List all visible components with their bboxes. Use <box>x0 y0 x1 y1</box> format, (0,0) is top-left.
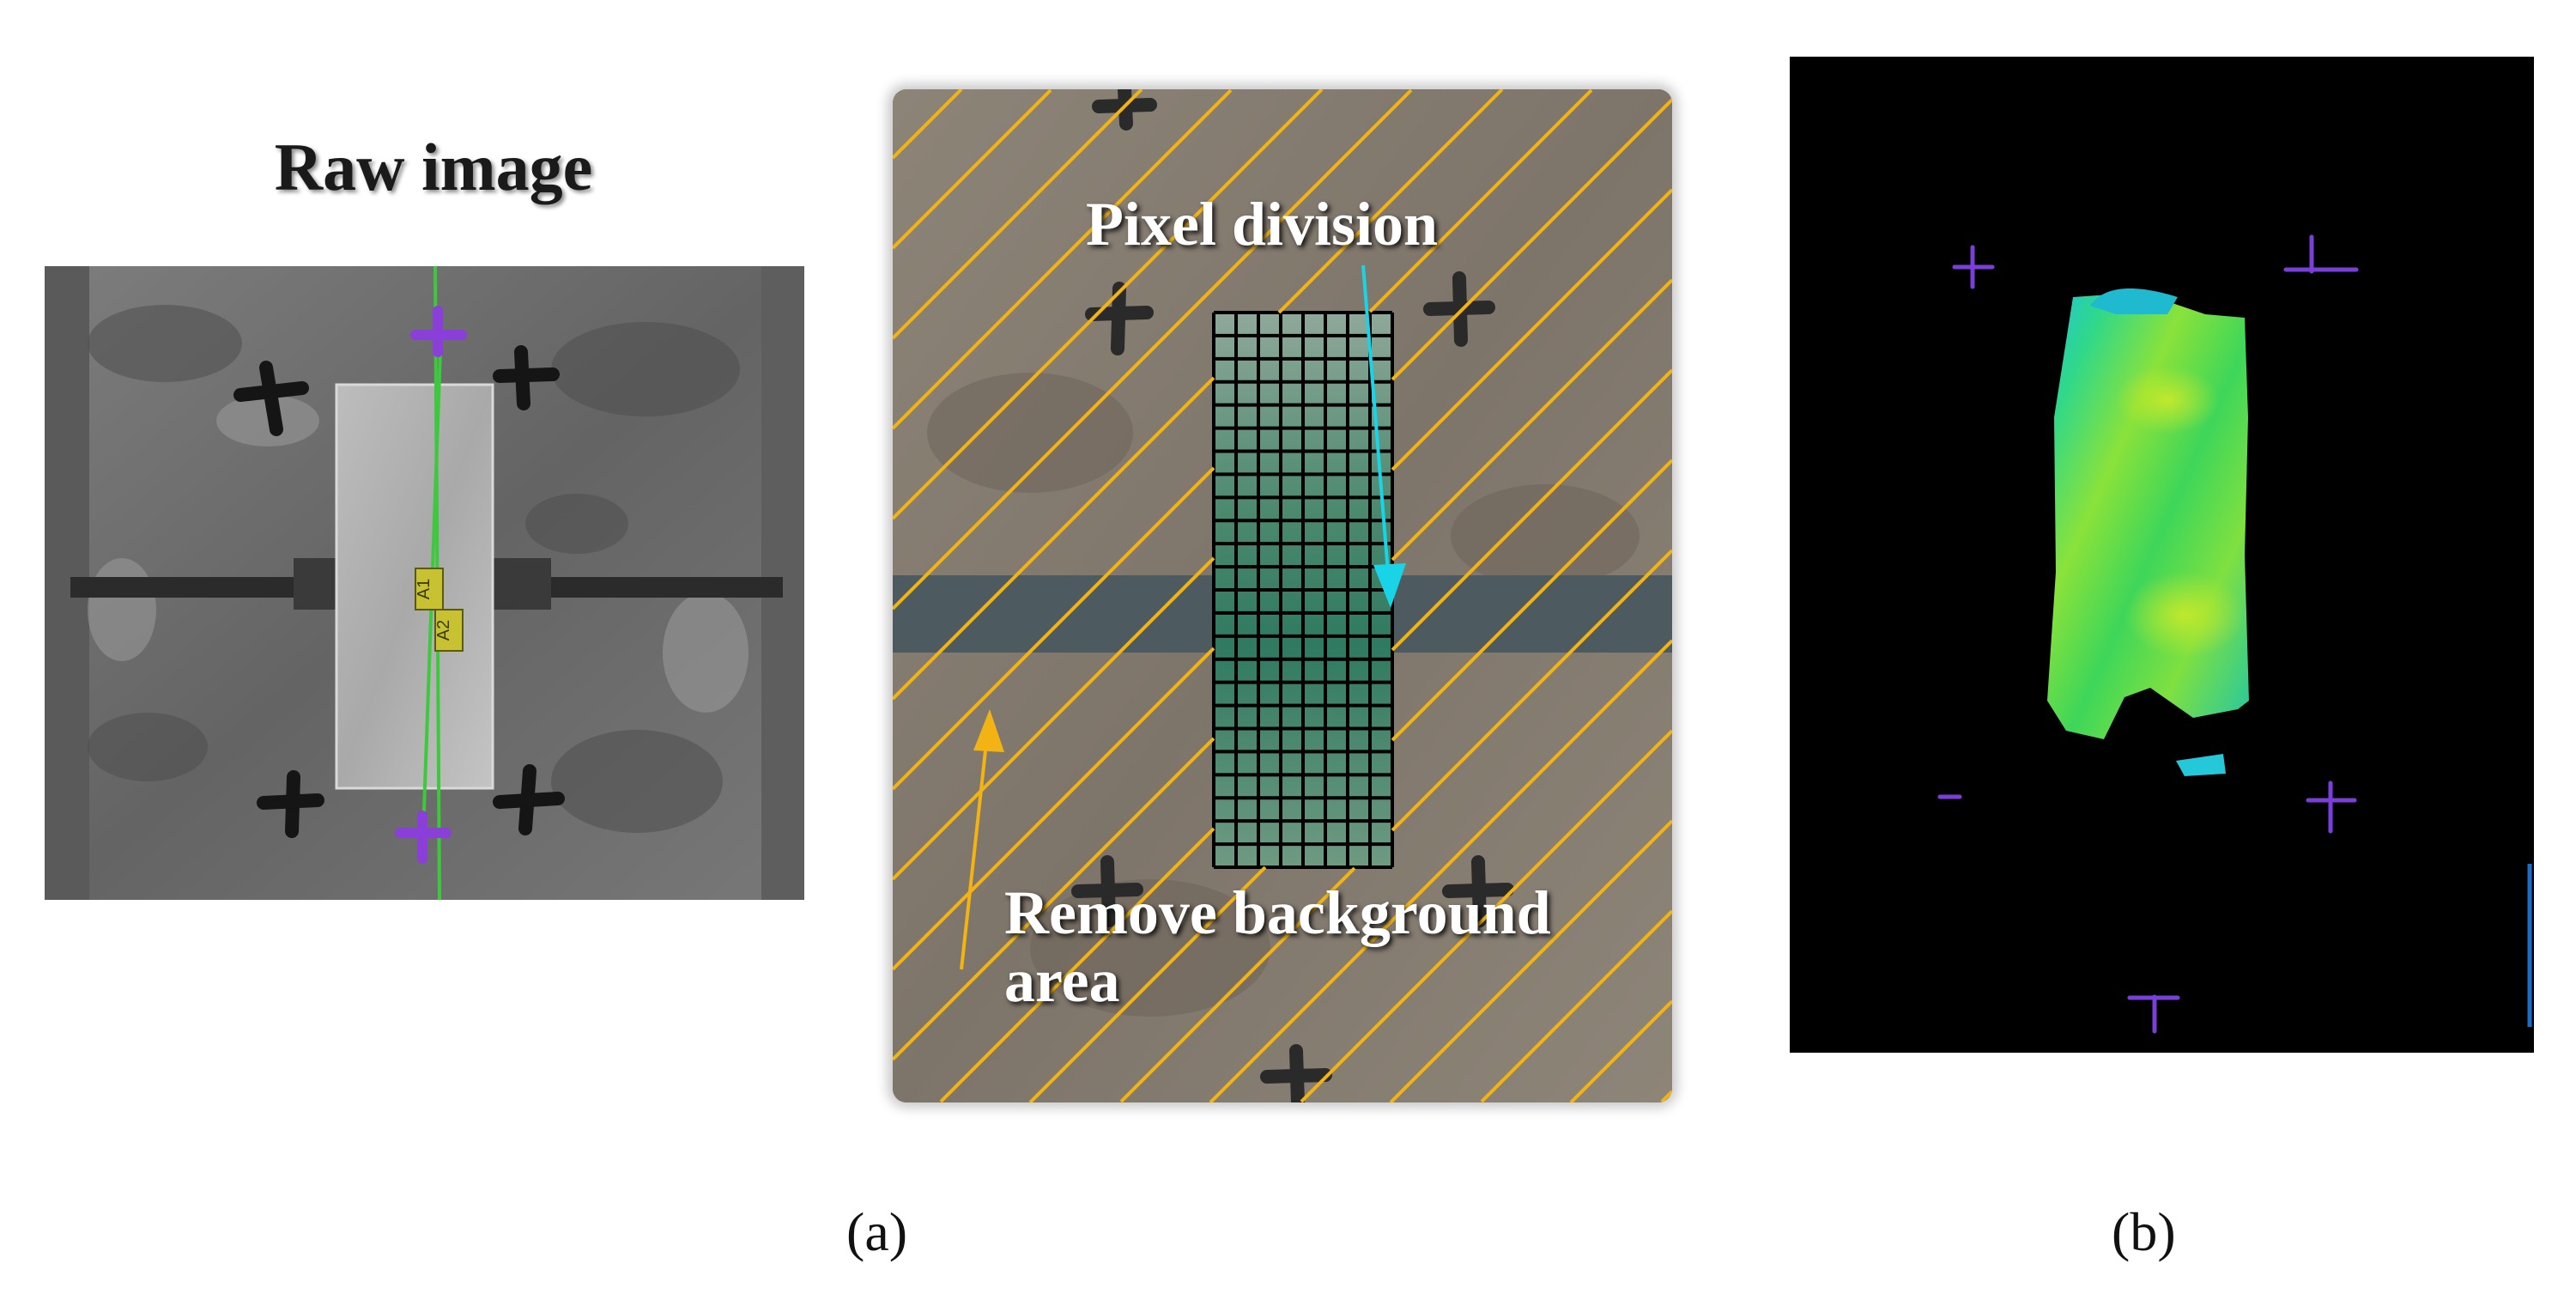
raw-image-graphic: A1 A2 <box>45 266 804 900</box>
hatch-line <box>1391 188 1672 471</box>
remove-bg-arrow-head <box>973 709 1004 752</box>
pixel-division-arrow-head <box>1373 563 1406 608</box>
pixel-grid <box>1212 311 1394 869</box>
hatch-line <box>1569 999 1672 1102</box>
hatch-line <box>1391 368 1672 652</box>
hatch-line <box>1480 909 1672 1102</box>
hatch-line <box>893 89 1143 340</box>
marker-a1-label: A1 <box>415 579 433 599</box>
hatch-line <box>939 827 1215 1102</box>
hatch-line <box>1277 89 1504 314</box>
hatch-line <box>1660 1090 1672 1102</box>
hatch-line <box>1389 819 1672 1102</box>
hatch-line <box>893 466 1215 791</box>
remove-background-label: Remove background area <box>1004 878 1551 1016</box>
hatch-line <box>1209 639 1672 1102</box>
pixel-division-label: Pixel division <box>1086 190 1439 258</box>
pixel-division-arrow-line <box>1361 264 1391 584</box>
hatch-line <box>893 89 1413 610</box>
pixel-division-graphic <box>893 89 1672 1102</box>
hatch-line <box>893 89 963 160</box>
background-hatch <box>893 89 1672 1102</box>
hatch-line <box>1391 459 1672 742</box>
hatch-line <box>893 89 1233 430</box>
raw-image-title: Raw image <box>274 130 593 204</box>
hatch-line <box>893 89 1324 520</box>
hatch-line <box>893 737 1215 1061</box>
caption-a: (a) <box>846 1201 908 1262</box>
hatch-line <box>1119 866 1356 1102</box>
hatch-line <box>893 376 1215 701</box>
color-map-panel <box>1790 57 2534 1053</box>
caption-b: (b) <box>2112 1201 2176 1262</box>
remove-bg-arrow-line <box>960 734 989 970</box>
hatch-line <box>1300 729 1672 1102</box>
hatch-line <box>1391 98 1672 381</box>
hatch-line <box>1368 89 1593 313</box>
hatch-line <box>1391 549 1672 832</box>
hatch-line <box>893 89 1052 250</box>
hatch-line <box>1391 278 1672 562</box>
hatch-line <box>893 647 1215 971</box>
marker-a2-label: A2 <box>434 620 453 641</box>
hatch-line <box>1028 866 1267 1102</box>
hatch-line <box>893 556 1215 881</box>
color-map-graphic <box>1937 234 2532 1034</box>
raw-image-panel: A1 A2 <box>45 266 804 900</box>
pixel-division-panel: Pixel division Remove background area <box>893 89 1672 1102</box>
